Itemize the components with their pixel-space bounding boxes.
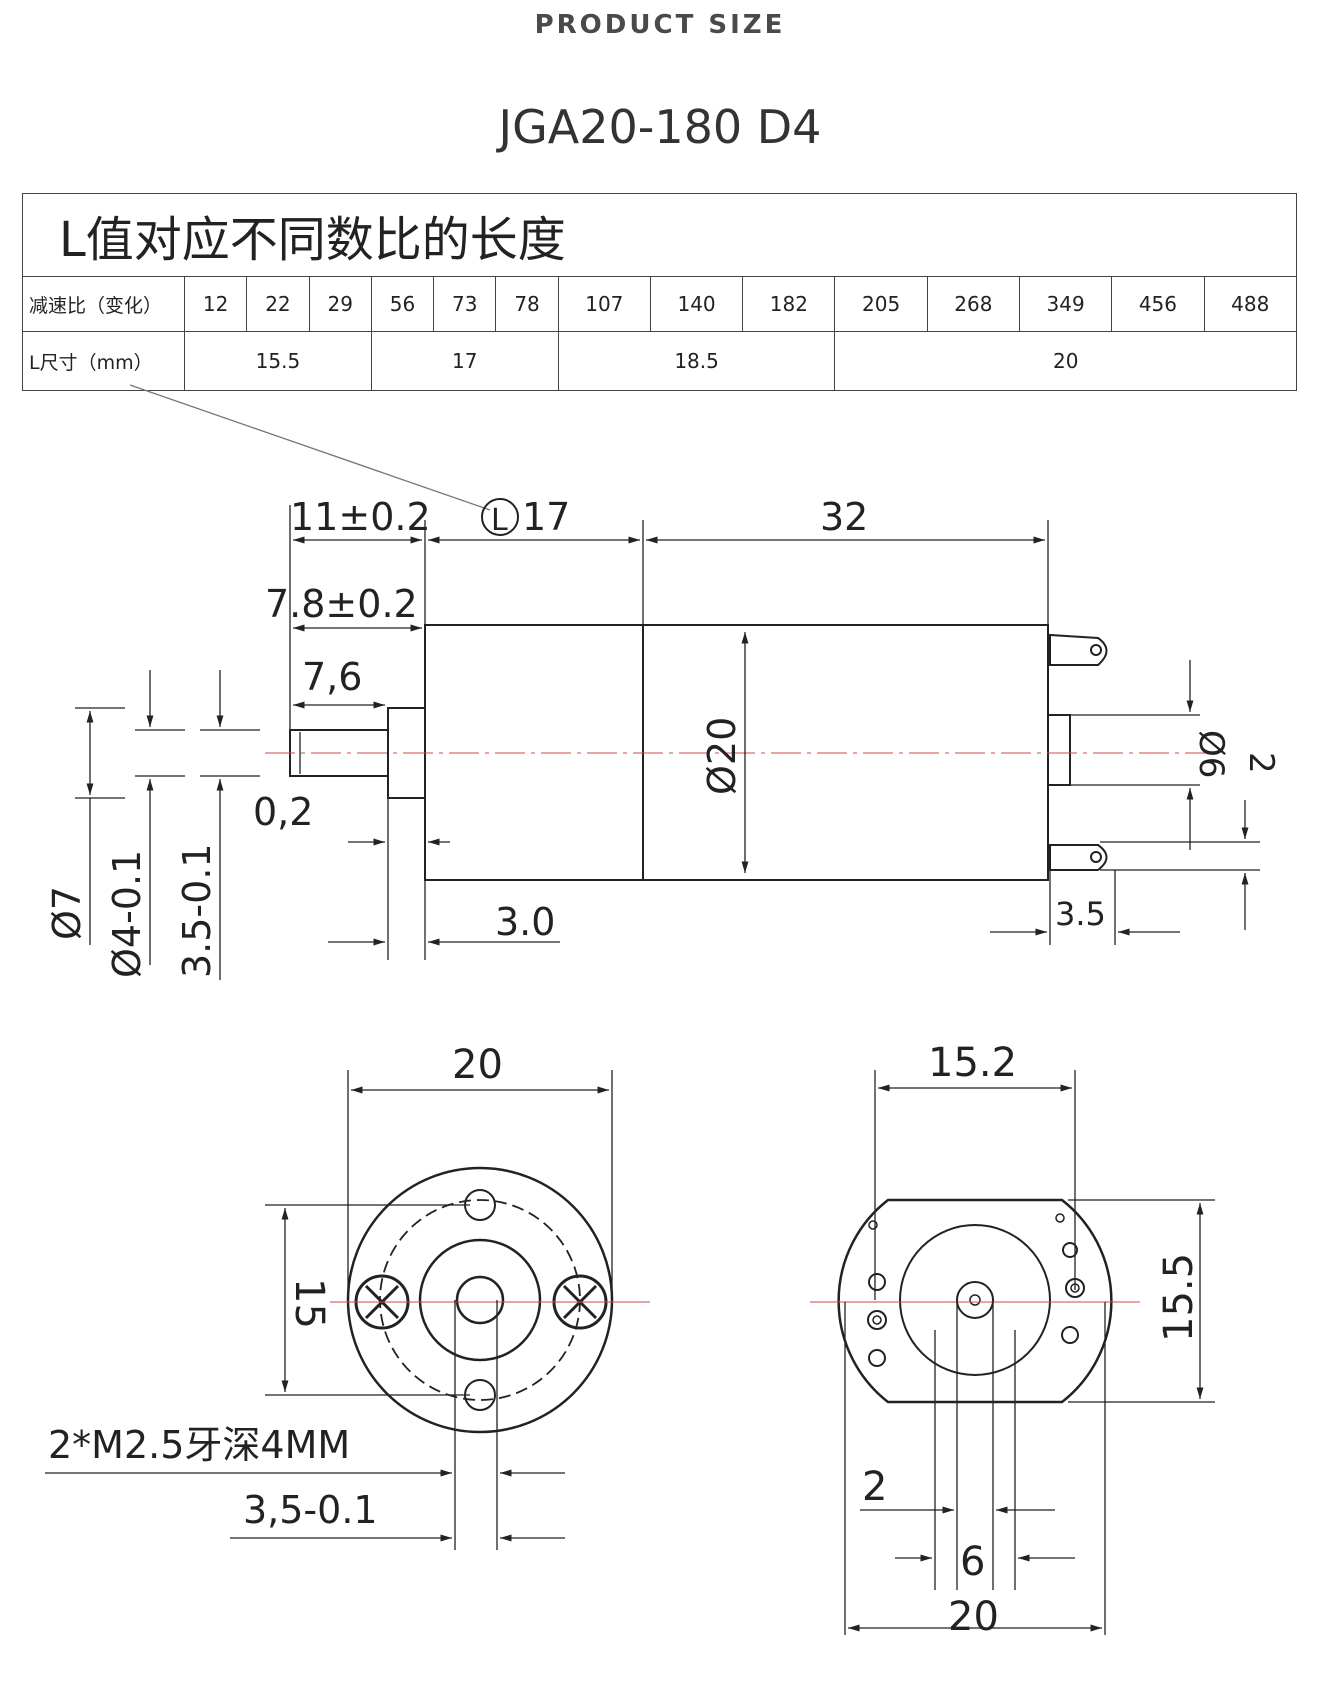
dim-32: 32 [820, 495, 868, 539]
ratio-cell: 22 [246, 276, 310, 332]
dim-2: 2 [1241, 752, 1281, 774]
thread-note: 2*M2.5牙深4MM [48, 1423, 350, 1467]
dim-d20: Ø20 [700, 717, 744, 795]
rear-dim-6: 6 [960, 1539, 985, 1585]
boss-circle [418, 1238, 542, 1362]
rear-shaft-circle [956, 1281, 994, 1319]
dim-3-0: 3.0 [495, 900, 555, 944]
ratio-row: 减速比（变化） 12 22 29 56 73 78 107 140 182 20… [22, 276, 1298, 332]
front-dim-20: 20 [452, 1042, 503, 1088]
dim-d4: Ø4-0.1 [105, 850, 149, 978]
l-symbol-circle [481, 498, 519, 536]
front-dim-3-5: 3,5-0.1 [243, 1488, 378, 1532]
leader-line [129, 384, 491, 511]
rear-dim-20: 20 [948, 1594, 999, 1640]
length-row: L尺寸（mm） 15.5 17 18.5 20 [22, 331, 1297, 391]
front-view [346, 1166, 614, 1434]
ratio-cell: 268 [926, 276, 1021, 332]
dim-d7: Ø7 [45, 886, 89, 940]
dim-l-symbol: L [491, 503, 508, 538]
rear-view [837, 1198, 1113, 1404]
length-cell: 15.5 [184, 331, 372, 391]
length-table: L值对应不同数比的长度 减速比（变化） 12 22 29 56 73 78 10… [22, 193, 1298, 391]
dim-7-6: 7,6 [302, 655, 362, 699]
dim-3-5: 3.5 [1055, 895, 1106, 933]
ratio-cell: 56 [370, 276, 435, 332]
rear-dim-15-5: 15.5 [1156, 1253, 1202, 1342]
length-cell: 18.5 [557, 331, 836, 391]
ratio-cell: 349 [1019, 276, 1113, 332]
ratio-cell: 78 [495, 276, 559, 332]
length-row-label: L尺寸（mm） [22, 331, 185, 391]
rear-dim-2: 2 [862, 1464, 887, 1510]
front-dim-15: 15 [286, 1278, 332, 1329]
bolt-circle [379, 1199, 581, 1401]
terminal-top [1049, 633, 1108, 666]
page-header: PRODUCT SIZE [534, 10, 786, 40]
length-cell: 20 [834, 331, 1297, 391]
rear-bearing [1047, 714, 1071, 786]
rear-outer-profile [837, 1198, 1113, 1404]
dim-7-8: 7.8±0.2 [265, 582, 418, 626]
dim-0-2: 0,2 [253, 790, 313, 834]
front-outer-circle [346, 1166, 614, 1434]
model-title: JGA20-180 D4 [498, 100, 822, 154]
ratio-cell: 205 [834, 276, 928, 332]
dim-3-5-flat: 3.5-0.1 [175, 843, 219, 978]
dim-11: 11±0.2 [290, 495, 431, 539]
dim-l: 17 [522, 495, 570, 539]
ratio-cell: 140 [649, 276, 744, 332]
length-cell: 17 [370, 331, 559, 391]
table-caption: L值对应不同数比的长度 [22, 193, 1297, 277]
rear-bearing-circle [899, 1224, 1051, 1376]
terminal-bottom [1049, 844, 1108, 871]
shaft-circle [455, 1275, 505, 1325]
ratio-cell: 182 [742, 276, 836, 332]
ratio-cell: 488 [1203, 276, 1298, 332]
ratio-cell: 29 [308, 276, 372, 332]
dim-d6: Ø6 [1191, 730, 1231, 778]
rear-dim-15-2: 15.2 [928, 1040, 1017, 1086]
